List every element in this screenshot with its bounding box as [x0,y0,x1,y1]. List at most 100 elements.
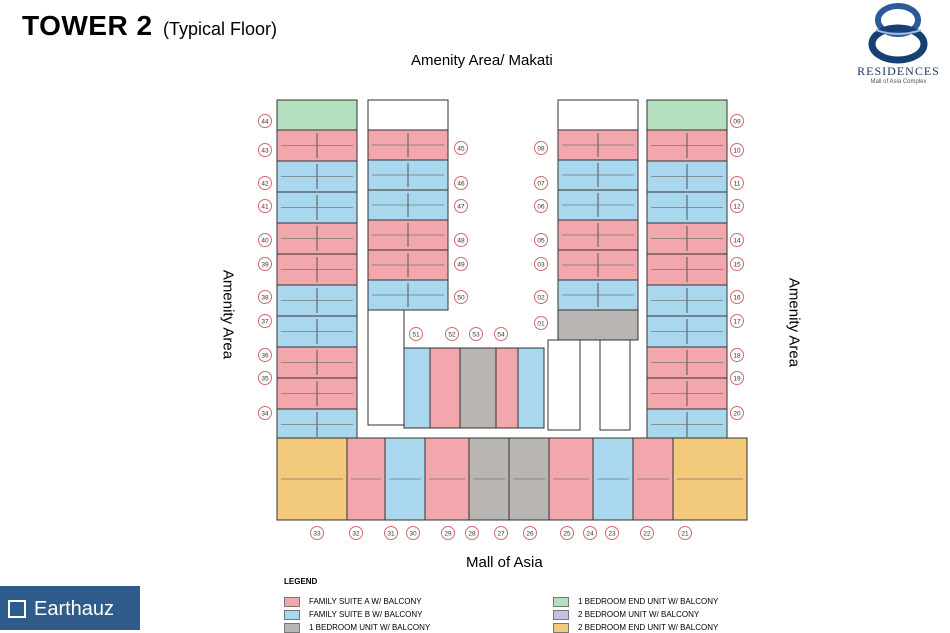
legend-swatch [284,610,300,620]
tower-subtitle: (Typical Floor) [163,19,278,39]
unit-number-marker: 26 [523,526,537,540]
unit-number-marker: 17 [730,314,744,328]
unit-number: 07 [537,181,545,188]
unit-number-marker: 05 [534,233,548,247]
unit-number-marker: 50 [454,290,468,304]
unit [459,347,497,429]
unit-number-marker: 31 [384,526,398,540]
unit-number: 19 [733,376,741,383]
unit-number-marker: 15 [730,257,744,271]
unit-number: 09 [733,119,741,126]
unit-number: 46 [457,181,465,188]
unit-number-marker: 48 [454,233,468,247]
unit-number: 25 [563,531,571,538]
unit-number: 40 [261,238,269,245]
unit-number: 03 [537,262,545,269]
unit-number-marker: 45 [454,141,468,155]
unit-number-marker: 07 [534,176,548,190]
unit-number: 37 [261,319,269,326]
unit-number-marker: 41 [258,199,272,213]
legend-heading: LEGEND [284,577,318,586]
unit-number: 31 [387,531,395,538]
unit-number-marker: 23 [605,526,619,540]
unit-number-marker: 03 [534,257,548,271]
unit-number: 50 [457,295,465,302]
unit-number-marker: 43 [258,143,272,157]
unit-number: 01 [537,321,545,328]
page-title: TOWER 2 (Typical Floor) [22,10,277,42]
elevator-core [599,339,631,431]
unit-number-marker: 11 [730,176,744,190]
unit-number-marker: 18 [730,348,744,362]
legend: LEGEND [284,577,317,592]
unit-number: 15 [733,262,741,269]
legend-item: 2 BEDROOM UNIT W/ BALCONY [553,610,699,620]
unit-number: 02 [537,295,545,302]
unit-number-marker: 30 [406,526,420,540]
unit-number: 29 [444,531,452,538]
unit-end [276,99,358,131]
unit-number: 18 [733,353,741,360]
unit-number-marker: 08 [534,141,548,155]
unit-number: 32 [352,531,360,538]
logo-emblem-icon [868,3,928,64]
unit-end [646,99,728,131]
unit-number-marker: 28 [465,526,479,540]
unit-number: 33 [313,531,321,538]
unit-number-marker: 33 [310,526,324,540]
legend-item: FAMILY SUITE B W/ BALCONY [284,610,423,620]
unit-number-marker: 27 [494,526,508,540]
stair-core [367,309,405,426]
unit [517,347,545,429]
unit-number: 27 [497,531,505,538]
legend-swatch [284,623,300,633]
unit-number: 49 [457,262,465,269]
unit-number-marker: 35 [258,371,272,385]
unit-number: 43 [261,148,269,155]
unit-number-marker: 49 [454,257,468,271]
unit-number-marker: 37 [258,314,272,328]
legend-swatch [553,610,569,620]
unit-number: 45 [457,146,465,153]
unit-number-marker: 24 [583,526,597,540]
legend-item: 2 BEDROOM END UNIT W/ BALCONY [553,623,718,633]
unit [557,309,639,341]
logo-tagline: Mall of Asia Complex [870,79,927,85]
unit-number: 41 [261,204,269,211]
unit-number: 54 [497,332,505,339]
tower-title: TOWER 2 [22,10,153,41]
unit-number: 51 [412,332,420,339]
unit-number: 20 [733,411,741,418]
unit-number: 06 [537,204,545,211]
unit-number: 24 [586,531,594,538]
unit-number-marker: 39 [258,257,272,271]
unit-number-marker: 16 [730,290,744,304]
unit-number: 26 [526,531,534,538]
unit-number-marker: 54 [494,327,508,341]
unit-number: 21 [681,531,689,538]
unit-number: 16 [733,295,741,302]
legend-swatch [553,623,569,633]
unit-number-marker: 12 [730,199,744,213]
unit-number: 10 [733,148,741,155]
logo-brand: RESIDENCES [857,64,940,78]
house-icon [8,600,26,618]
unit-number-marker: 34 [258,406,272,420]
unit-number: 17 [733,319,741,326]
unit-number: 53 [472,332,480,339]
unit-number: 52 [448,332,456,339]
unit-number: 30 [409,531,417,538]
unit-number-marker: 40 [258,233,272,247]
unit-number: 11 [734,181,741,188]
unit-number: 05 [537,238,545,245]
unit-number: 12 [733,204,741,211]
legend-item: 1 BEDROOM UNIT W/ BALCONY [284,623,430,633]
unit-number-marker: 25 [560,526,574,540]
unit-number: 48 [457,238,465,245]
elevator-core [547,339,581,431]
unit-number-marker: 01 [534,316,548,330]
legend-swatch [553,597,569,607]
stair-core [367,99,449,131]
watermark: Earthauz [0,586,140,630]
